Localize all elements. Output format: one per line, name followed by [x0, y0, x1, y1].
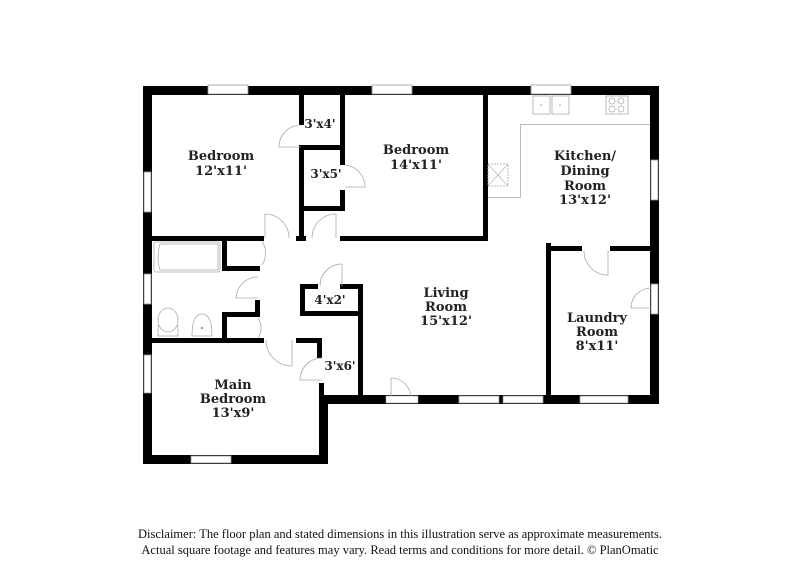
toilet-icon: [157, 307, 179, 337]
disclaimer-line-1: Disclaimer: The floor plan and stated di…: [138, 527, 662, 541]
room-name-living-2: Room: [425, 300, 467, 315]
room-name-main-bedroom-1: Main: [214, 378, 252, 393]
disclaimer-line-2: Actual square footage and features may v…: [141, 543, 659, 557]
closet-dims-d: 3'x6': [324, 359, 355, 373]
room-name-laundry-1: Laundry: [567, 311, 627, 326]
fixtures: [153, 95, 629, 337]
appliance-box-icon: [487, 163, 509, 187]
doors: [235, 124, 652, 404]
interior-walls: [152, 95, 655, 403]
room-name-laundry-2: Room: [576, 325, 618, 340]
kitchen-sink-icon: [532, 95, 570, 115]
room-dims-bedroom-2: 14'x11': [390, 158, 442, 173]
room-dims-kitchen: 13'x12': [559, 193, 611, 208]
room-labels: Bedroom 12'x11' Bedroom 14'x11' Kitchen/…: [188, 117, 628, 421]
room-name-bedroom-2: Bedroom: [383, 143, 450, 158]
room-name-bedroom-1: Bedroom: [188, 149, 255, 164]
closet-dims-b: 3'x5': [310, 167, 341, 181]
stove-icon: [605, 95, 629, 115]
room-dims-living: 15'x12': [420, 314, 472, 329]
room-dims-main-bedroom: 13'x9': [212, 406, 255, 421]
room-name-living-1: Living: [423, 286, 468, 301]
room-name-kitchen-3: Room: [564, 179, 606, 194]
closet-dims-c: 4'x2': [314, 293, 345, 307]
room-dims-bedroom-1: 12'x11': [195, 164, 247, 179]
room-dims-laundry: 8'x11': [576, 339, 619, 354]
sink-icon: [191, 313, 213, 337]
closet-dims-a: 3'x4': [304, 117, 335, 131]
room-name-kitchen-2: Dining: [560, 164, 609, 179]
windows: [143, 84, 659, 464]
room-name-main-bedroom-2: Bedroom: [200, 392, 267, 407]
room-name-kitchen-1: Kitchen/: [554, 149, 616, 164]
